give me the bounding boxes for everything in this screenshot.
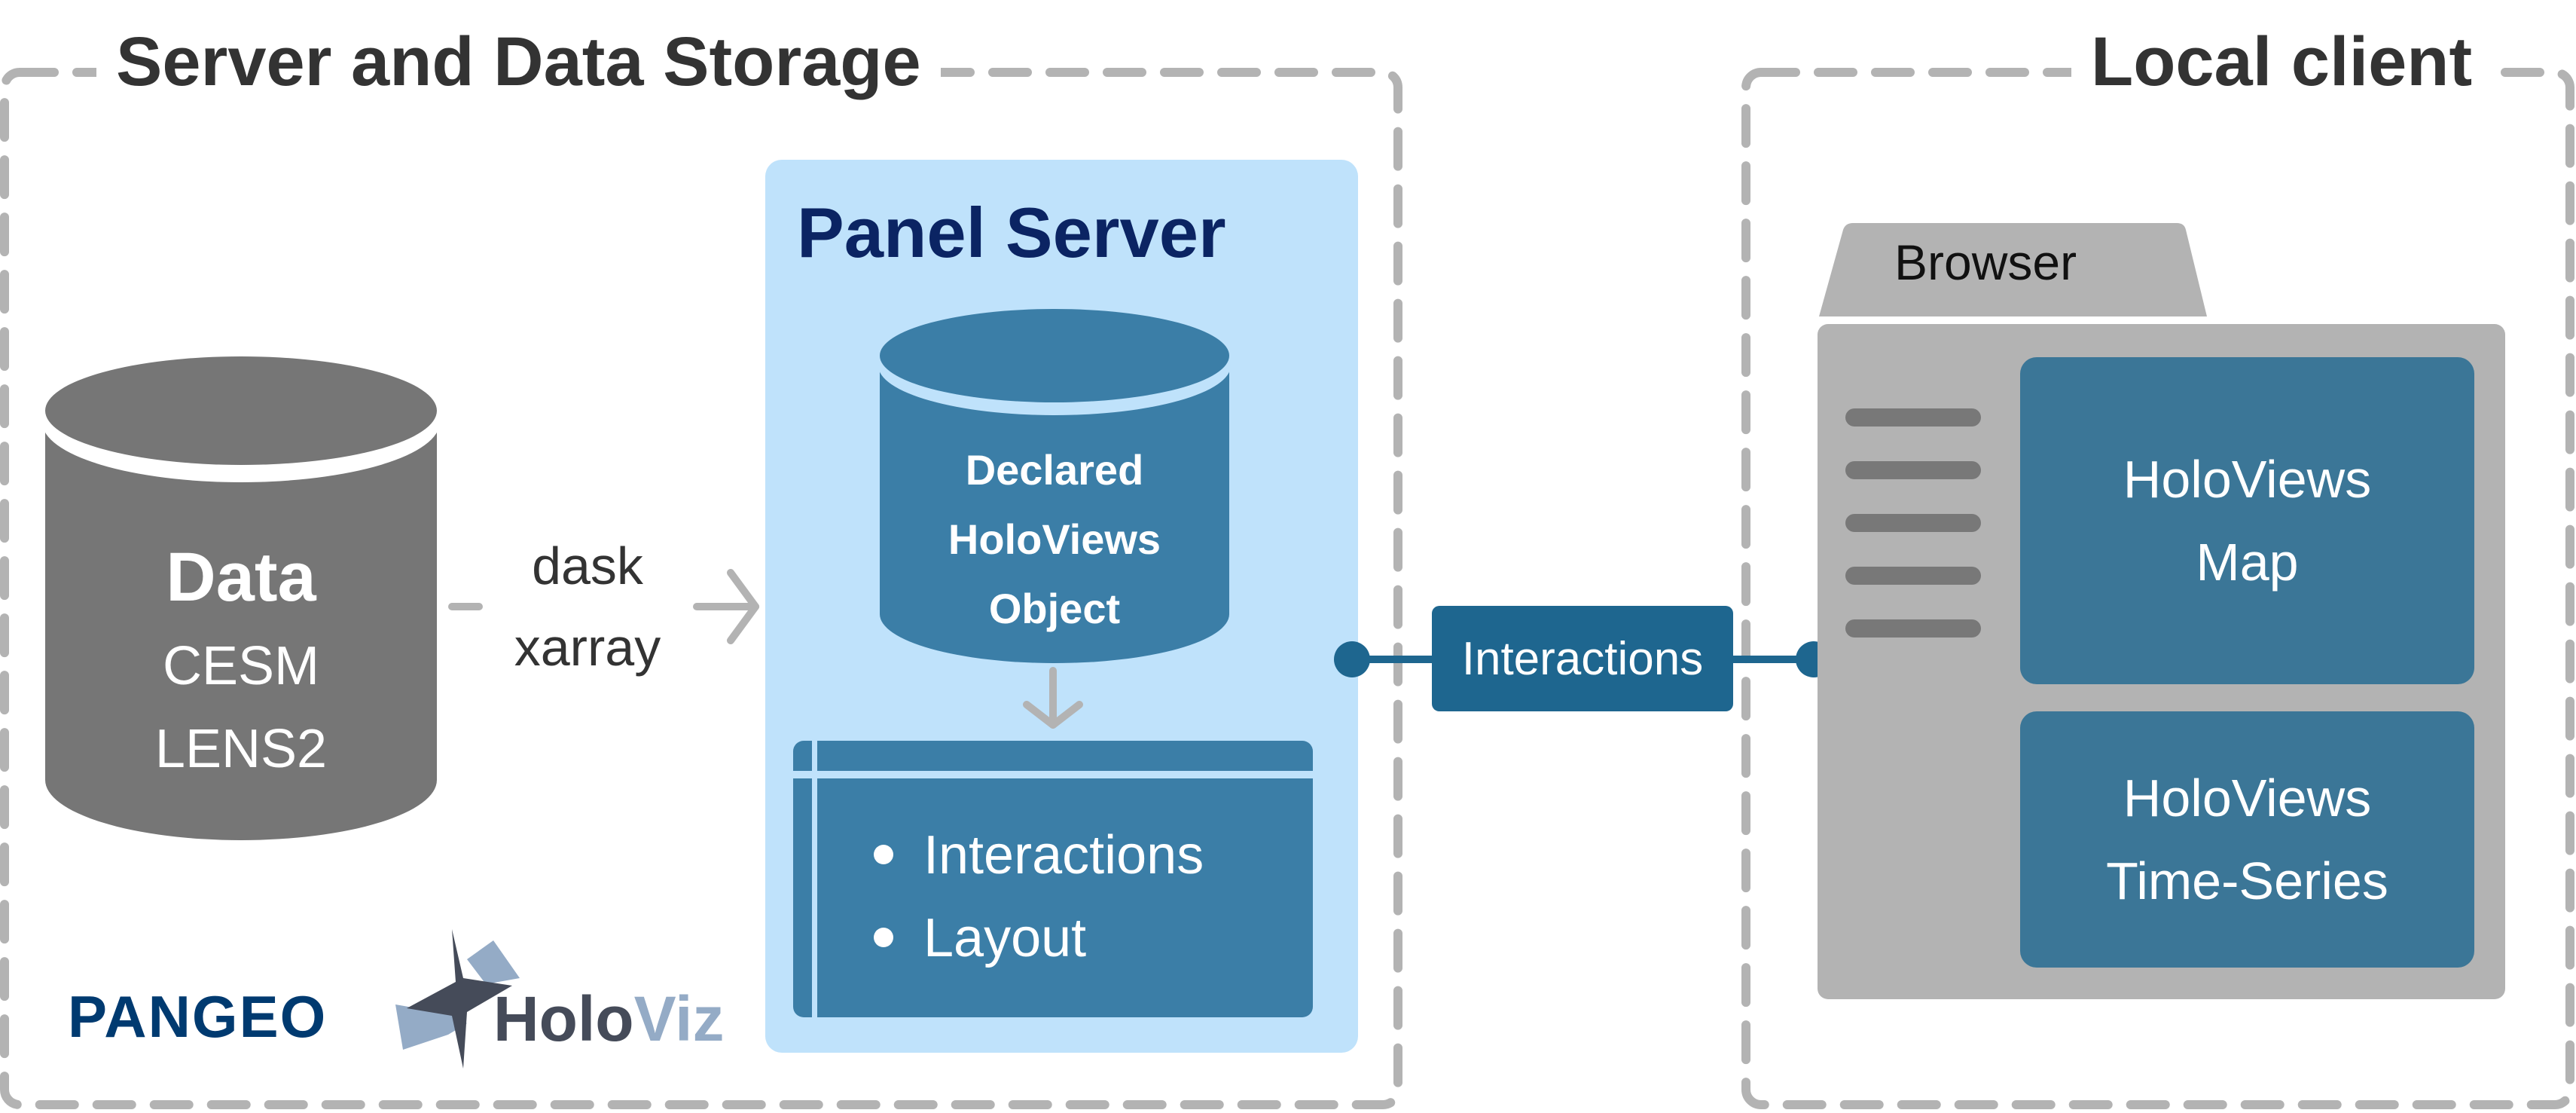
browser-menu-line (1845, 514, 1981, 532)
data-cylinder-icon (42, 356, 440, 840)
data-store-line-2: LENS2 (154, 719, 328, 779)
holoviz-star-icon (395, 929, 520, 1069)
panel-server-title: Panel Server (797, 193, 1226, 272)
holoviews-object-line-1: Declared (965, 446, 1144, 494)
bullet-icon (874, 844, 893, 864)
browser-menu-line (1845, 619, 1981, 638)
holoviews-timeseries-line-1: HoloViews (2123, 769, 2372, 827)
interactions-link-label: Interactions (1432, 606, 1733, 711)
holoviews-map-line-1: HoloViews (2123, 450, 2372, 509)
holoviz-logo: HoloViz (493, 987, 724, 1050)
holoviews-object-line-2: HoloViews (948, 515, 1161, 563)
connector-line-1: dask (532, 537, 643, 595)
connector-line-2: xarray (514, 618, 661, 677)
layout-bullet-text: Interactions (923, 825, 1204, 885)
server-group-title: Server and Data Storage (96, 27, 941, 96)
bullet-icon (874, 927, 893, 947)
browser-menu-line (1845, 461, 1981, 479)
layout-window-side-divider (812, 741, 817, 1017)
holoviews-map-line-2: Map (2196, 533, 2299, 592)
data-store-line-1: CESM (162, 636, 320, 696)
layout-bullet-list: Interactions Layout (874, 814, 1204, 980)
browser-menu-line (1845, 408, 1981, 427)
holoviews-object-line-3: Object (988, 585, 1121, 632)
pangeo-logo: PANGEO (68, 983, 328, 1050)
data-store-title: Data (166, 539, 316, 616)
browser-tab-label: Browser (1894, 234, 2077, 290)
data-flow-arrow-icon (693, 569, 759, 644)
server-group-frame (0, 68, 1402, 1109)
layout-bullet-text: Layout (923, 908, 1087, 968)
client-group-title: Local client (2071, 27, 2492, 96)
holoviews-object-label: Declared HoloViews Object (880, 436, 1229, 644)
connector-label: dask xarray (490, 525, 685, 688)
browser-menu-line (1845, 567, 1981, 585)
layout-bullet-item: Interactions (874, 814, 1204, 897)
layout-window-header-divider (793, 771, 1313, 778)
holoviews-timeseries-line-2: Time-Series (2106, 852, 2388, 910)
panel-layout-window (793, 741, 1313, 1017)
holoviews-map-view: HoloViews Map (2020, 357, 2474, 684)
layout-bullet-item: Layout (874, 897, 1204, 980)
holoviews-timeseries-view: HoloViews Time-Series (2020, 711, 2474, 968)
holoviz-logo-viz: Viz (633, 983, 725, 1054)
holoviz-logo-holo: Holo (493, 983, 634, 1054)
